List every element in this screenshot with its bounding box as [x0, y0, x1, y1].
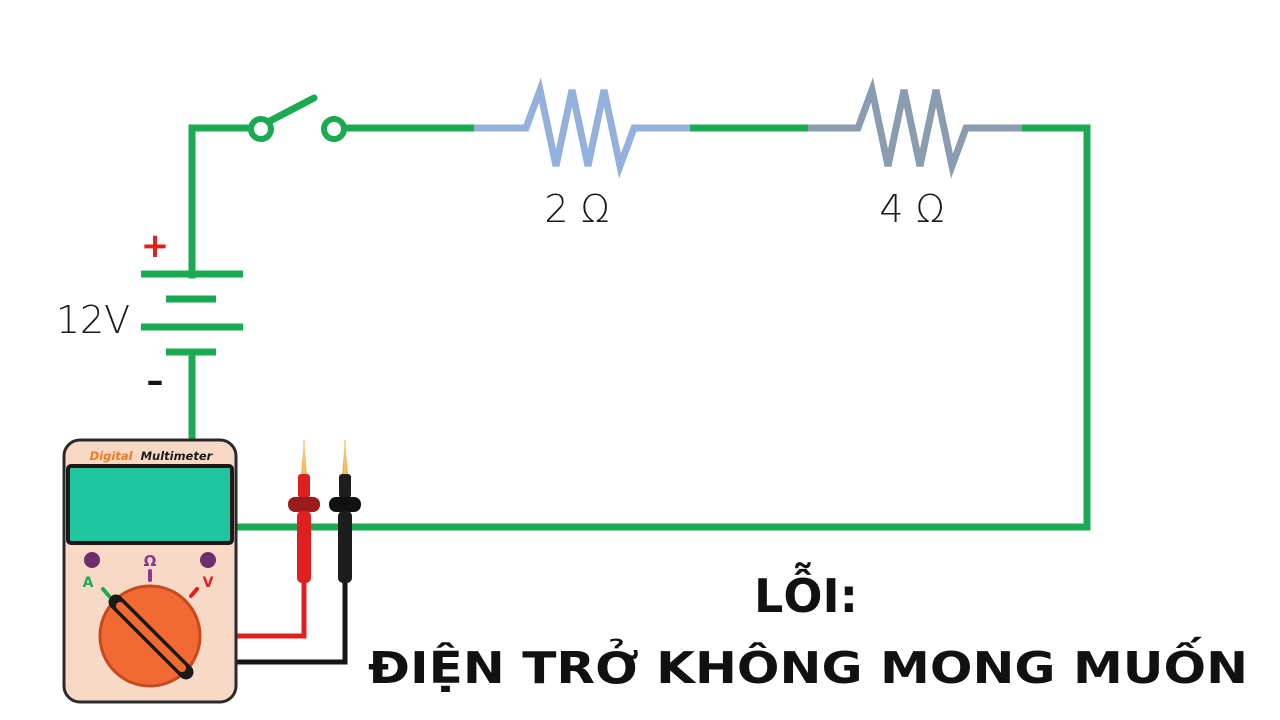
lead-red-wire [236, 582, 307, 639]
battery-plus-sign: + [141, 226, 170, 266]
tick-amps [101, 587, 111, 598]
wire-r2-to-right [232, 124, 1091, 531]
error-title-line2: ĐIỆN TRỞ KHÔNG MONG MUỐN [368, 636, 1248, 694]
resistor-label: 2 Ω [544, 187, 609, 231]
wire-left-top [188, 124, 258, 279]
resistor-zigzag [474, 77, 690, 179]
probe-black [329, 440, 361, 583]
switch [248, 94, 347, 142]
dial-label-volts: V [203, 575, 214, 591]
dial-label-amps: A [83, 575, 94, 591]
battery-minus-sign: – [147, 361, 164, 401]
switch-terminal-left [248, 116, 274, 142]
resistor-zigzag [808, 77, 1022, 179]
resistor-2-ohm: 2 Ω [474, 77, 690, 231]
test-leads [236, 582, 348, 665]
resistor-label: 4 Ω [879, 187, 944, 231]
circuit-wires [188, 124, 1091, 531]
jack-right [200, 552, 216, 568]
multimeter-screen [66, 464, 234, 545]
battery-voltage-label: 12V [56, 298, 130, 342]
brand-word-digital: Digital [90, 449, 134, 463]
multimeter-brand: Digital Multimeter [90, 449, 214, 463]
battery [141, 270, 243, 356]
resistor-4-ohm: 4 Ω [808, 77, 1022, 231]
jack-left [84, 552, 100, 568]
lead-black-wire [236, 582, 348, 665]
switch-terminal-right [321, 116, 347, 142]
dial-label-ohms: Ω [144, 552, 157, 570]
brand-word-multimeter: Multimeter [141, 449, 214, 463]
probe-red [288, 440, 320, 583]
error-title-line1: LỖI: [754, 562, 858, 623]
multimeter: Digital Multimeter Ω A V [62, 438, 238, 704]
tick-volts [189, 587, 199, 598]
